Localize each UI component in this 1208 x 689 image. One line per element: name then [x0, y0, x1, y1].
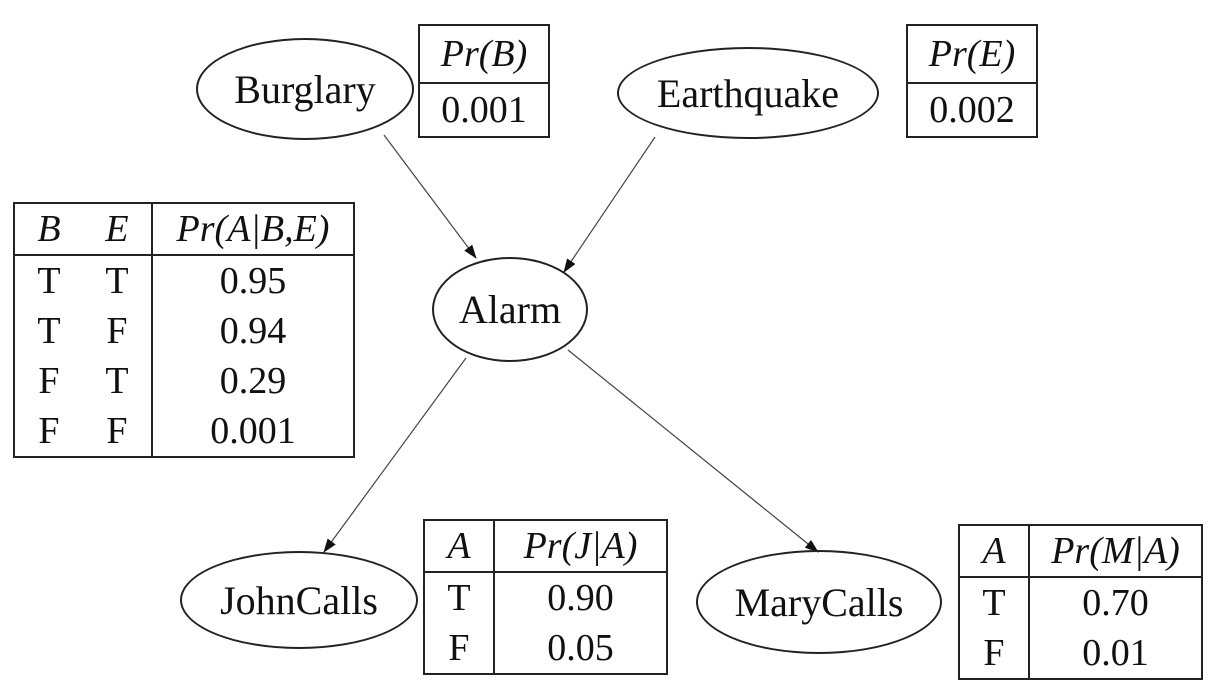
- cpt-header-e: E: [83, 203, 152, 256]
- node-label: Alarm: [458, 287, 562, 332]
- table-row: F F 0.001: [14, 406, 354, 457]
- table-row: F 0.05: [424, 623, 667, 674]
- cpt-marycalls: A Pr(M|A) T 0.70 F 0.01: [958, 524, 1203, 680]
- cpt-earthquake: Pr(E) 0.002: [906, 24, 1038, 138]
- cpt-header-prob: Pr(A|B,E): [151, 203, 354, 256]
- cpt-header: Pr(B): [419, 25, 549, 84]
- table-row: T F 0.94: [14, 306, 354, 356]
- edge-alarm-marycalls: [567, 349, 819, 553]
- cell-a: F: [983, 632, 1005, 674]
- cell-a: T: [982, 582, 1006, 624]
- cpt-value: 0.001: [441, 89, 527, 131]
- cell-prob: 0.95: [151, 255, 354, 306]
- cell-prob: 0.29: [151, 356, 354, 406]
- cpt-header-b: B: [14, 203, 83, 256]
- cpt-header-prob: Pr(J|A): [493, 520, 667, 573]
- node-label: Burglary: [234, 66, 376, 112]
- table-row: T 0.70: [959, 577, 1202, 628]
- cpt-alarm: B E Pr(A|B,E) T T 0.95 T F 0.94 F T 0.29…: [13, 202, 355, 458]
- cell-prob: 0.90: [493, 572, 667, 623]
- cpt-value: 0.002: [929, 89, 1015, 131]
- node-burglary[interactable]: Burglary: [196, 38, 414, 140]
- table-row: F 0.01: [959, 628, 1202, 679]
- cell-b: F: [38, 360, 60, 402]
- table-row: F T 0.29: [14, 356, 354, 406]
- node-label: MaryCalls: [734, 579, 904, 625]
- node-johncalls[interactable]: JohnCalls: [180, 551, 418, 649]
- cell-e: F: [106, 410, 128, 452]
- edge-burglary-alarm: [383, 134, 477, 259]
- cell-prob: 0.94: [151, 306, 354, 356]
- node-label: Earthquake: [656, 70, 840, 116]
- cpt-header-a: A: [959, 525, 1029, 578]
- cell-e: T: [105, 360, 129, 402]
- cell-b: F: [38, 410, 60, 452]
- cpt-header-a: A: [424, 520, 494, 573]
- node-earthquake[interactable]: Earthquake: [617, 47, 879, 139]
- cell-prob: 0.01: [1028, 628, 1202, 679]
- table-row: T 0.90: [424, 572, 667, 623]
- cpt-johncalls: A Pr(J|A) T 0.90 F 0.05: [423, 519, 668, 675]
- cell-e: F: [106, 310, 128, 352]
- edge-alarm-johncalls: [323, 357, 467, 553]
- cell-prob: 0.05: [493, 623, 667, 674]
- cpt-header-prob: Pr(M|A): [1028, 525, 1202, 578]
- cell-b: T: [37, 260, 61, 302]
- edge-earthquake-alarm: [563, 136, 656, 273]
- cell-a: T: [447, 577, 471, 619]
- cell-prob: 0.70: [1028, 577, 1202, 628]
- cell-prob: 0.001: [151, 406, 354, 457]
- table-row: T T 0.95: [14, 255, 354, 306]
- node-alarm[interactable]: Alarm: [432, 257, 588, 362]
- cell-b: T: [37, 310, 61, 352]
- cell-e: T: [105, 260, 129, 302]
- cell-a: F: [448, 627, 470, 669]
- node-label: JohnCalls: [220, 577, 378, 623]
- cpt-burglary: Pr(B) 0.001: [418, 24, 550, 138]
- cpt-header: Pr(E): [907, 25, 1037, 84]
- node-marycalls[interactable]: MaryCalls: [696, 550, 942, 654]
